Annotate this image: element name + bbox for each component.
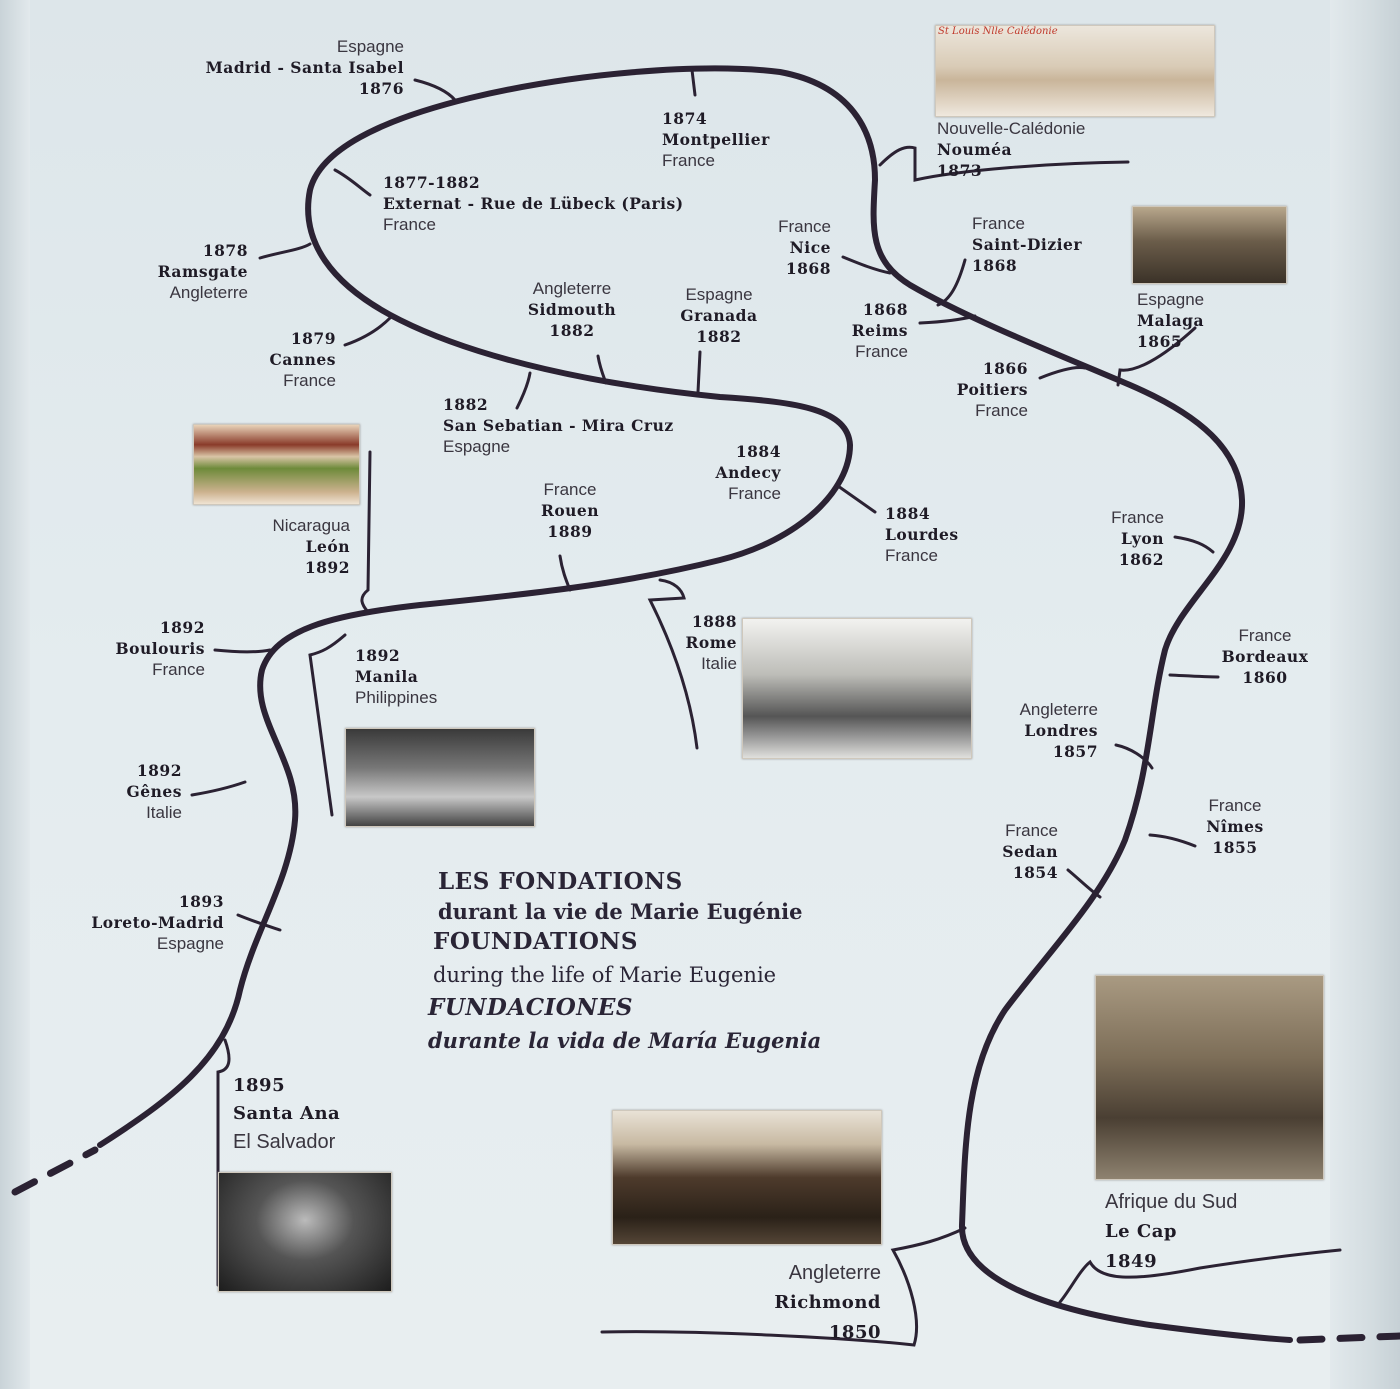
photo-rome — [742, 618, 972, 759]
title-es: FUNDACIONES — [428, 994, 633, 1021]
timeline-path — [97, 65, 1293, 1343]
photo-santa-ana — [218, 1172, 392, 1292]
title-fr: LES FONDATIONS — [438, 868, 683, 895]
wall-edge-right — [1330, 0, 1400, 1389]
subtitle-en: during the life of Marie Eugenie — [433, 963, 777, 987]
photo-noumea: St Louis Nlle Calédonie — [935, 25, 1215, 117]
subtitle-fr: durant la vie de Marie Eugénie — [438, 899, 803, 924]
wall-edge-left — [0, 0, 30, 1389]
timeline-dashes-right — [1296, 1332, 1400, 1344]
photo-richmond — [612, 1110, 882, 1245]
timeline-dashes-left — [11, 1146, 99, 1196]
poster-title: LES FONDATIONS durant la vie de Marie Eu… — [428, 866, 821, 1058]
branch-ticks — [190, 68, 1342, 1347]
subtitle-es: durante la vida de María Eugenia — [428, 1028, 822, 1053]
photo-caption: St Louis Nlle Calédonie — [938, 26, 1058, 37]
photo-le-cap — [1095, 975, 1324, 1180]
photo-malaga — [1132, 206, 1287, 284]
title-en: FOUNDATIONS — [433, 928, 639, 955]
photo-manila — [345, 728, 535, 827]
photo-leon — [193, 424, 360, 505]
